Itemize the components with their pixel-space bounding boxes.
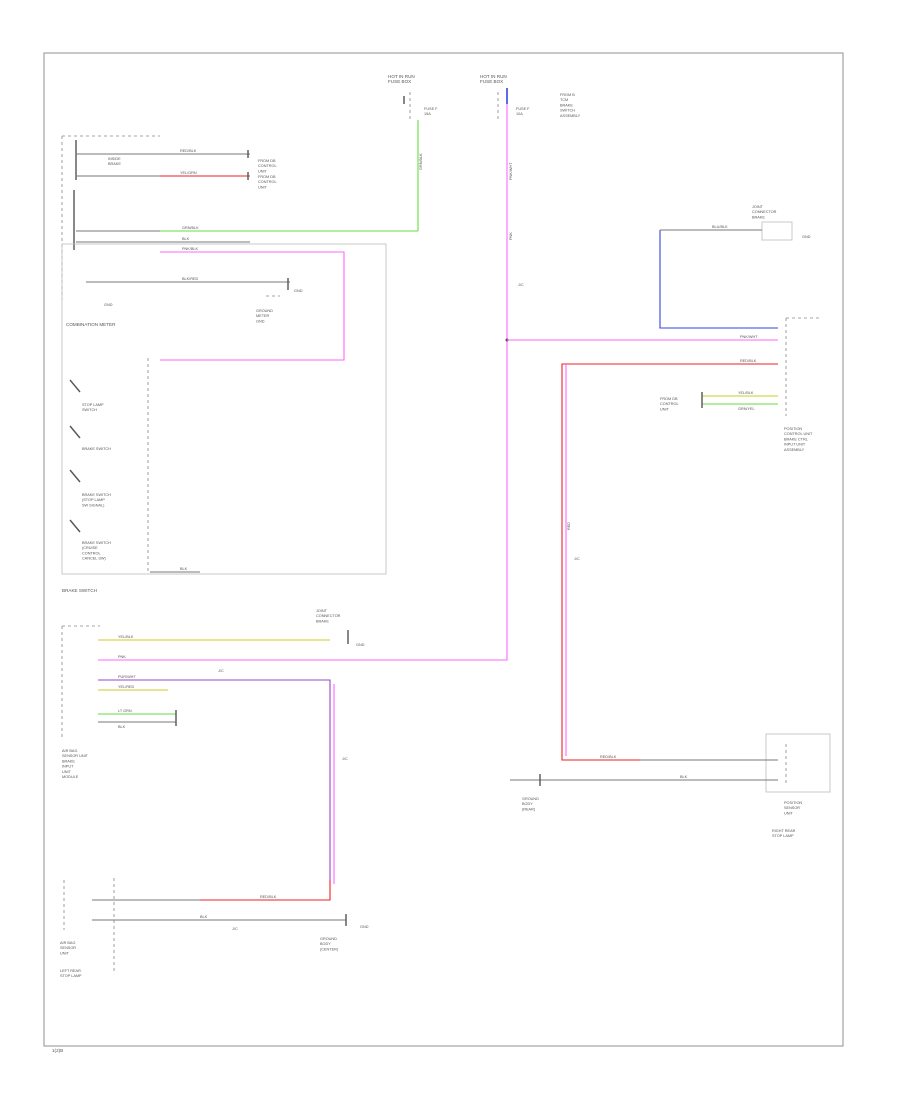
ground-tag: GND <box>294 289 303 293</box>
wire-label-red-right: RED/BLK <box>740 359 757 363</box>
brake-switch-label: BRAKE SWITCH <box>62 588 97 593</box>
brake-switch-box <box>61 243 387 575</box>
wire-label-blk-meter: BLK/RED <box>182 277 199 281</box>
wire-label-yel-right: YEL/BLK <box>738 391 754 395</box>
wire-label-junction-3: J/C <box>218 669 224 673</box>
wire-label-red-bottom: RED/BLK <box>260 895 277 899</box>
ground-tag-2: GND <box>802 235 811 239</box>
wire-label-junction-1: J/C <box>518 283 524 287</box>
wire-label-junction-4: J/C <box>342 757 348 761</box>
wire-label-grn-right: GRN/YEL <box>738 407 755 411</box>
wire-label-yel-left2: YEL/RED <box>118 685 135 689</box>
wire-label-blk-sw: BLK <box>180 567 188 571</box>
combination-meter-label: COMBINATION METER <box>66 322 116 327</box>
wire-label-yel-grn-1: YEL/GRN <box>180 171 197 175</box>
footer-code: 1(2)B <box>52 1048 63 1053</box>
wire-label-pnk-vert: PNK <box>509 232 513 240</box>
wire-label-junction-5: J/C <box>232 927 238 931</box>
wire-label-pnk-1: PNK/BLK <box>182 247 199 251</box>
wire-label-grn-main: GRN/BLK <box>182 226 199 230</box>
wire-label-blk-bottom-right: BLK <box>680 775 688 779</box>
wire-label-grn-top-v: GRN/BLK <box>419 153 423 170</box>
wire-label-red-bottom-right: RED/BLK <box>600 755 617 759</box>
wire-label-pur-left: PUR/WHT <box>118 675 136 679</box>
wire-label-pnk-left: PNK <box>118 655 126 659</box>
wire-label-red-1: RED/BLK <box>180 149 197 153</box>
wire-label-blu-right: BLU/BLK <box>712 225 728 229</box>
right-lamp-box <box>765 733 831 793</box>
ground-tag-4: GND <box>360 925 369 929</box>
wire-label-pnk-top-v: PNK/WHT <box>509 162 513 180</box>
wire-label-yel-left: YEL/BLK <box>118 635 134 639</box>
meter-gnd-label: GND <box>104 303 113 307</box>
wire-label-blk-bottom: BLK <box>200 915 208 919</box>
wire-label-red-vert: RED <box>567 522 571 530</box>
wire-label-pnk-right: PNK/WHT <box>740 335 758 339</box>
switch-2-label: BRAKE SWITCH <box>82 447 111 451</box>
ground-tag-3: GND <box>356 643 365 647</box>
wire-label-blk-1: BLK <box>182 237 190 241</box>
wire-label-junction-2: J/C <box>574 557 580 561</box>
wire-label-blk-left: BLK <box>118 725 126 729</box>
wire-label-grn-left: LT GRN <box>118 709 132 713</box>
diagram-frame <box>43 52 844 1047</box>
